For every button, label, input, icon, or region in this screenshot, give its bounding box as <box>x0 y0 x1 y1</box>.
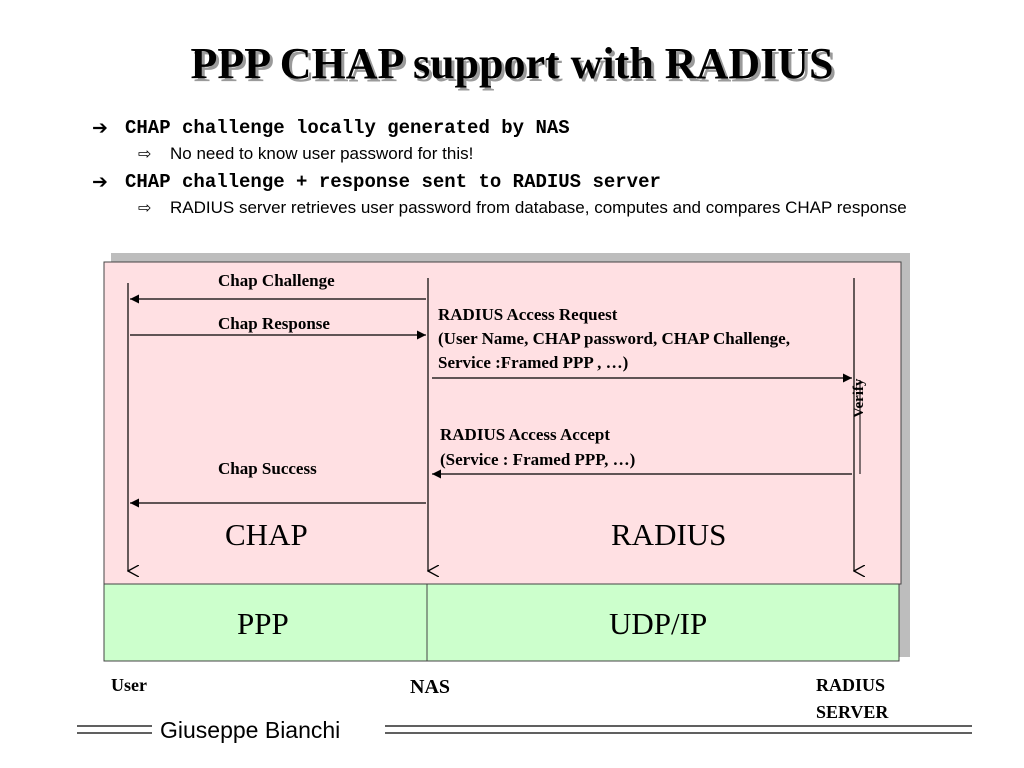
bullet-item: ➔ CHAP challenge + response sent to RADI… <box>92 169 922 195</box>
chap-response-label: Chap Response <box>218 314 330 333</box>
user-entity-label: User <box>111 675 147 695</box>
radius-accept-label: RADIUS Access Accept <box>440 425 610 444</box>
bullet-item: ➔ CHAP challenge locally generated by NA… <box>92 115 922 141</box>
radius-request-service: Service :Framed PPP , …) <box>438 353 629 372</box>
bullet-list: ➔ CHAP challenge locally generated by NA… <box>92 115 922 223</box>
radius-request-label: RADIUS Access Request <box>438 305 618 324</box>
udp-ip-label: UDP/IP <box>609 606 708 641</box>
sub-bullet-item: ⇨ RADIUS server retrieves user password … <box>92 197 922 219</box>
radius-request-params: (User Name, CHAP password, CHAP Challeng… <box>438 329 790 348</box>
arrow-right-icon: ➔ <box>92 117 108 139</box>
radius-server-entity-label: RADIUS <box>816 675 886 695</box>
chap-region-label: CHAP <box>225 517 308 552</box>
arrow-right-icon: ➔ <box>92 171 108 193</box>
protocol-area <box>103 261 902 585</box>
ppp-box <box>103 583 428 662</box>
sub-bullet-text: RADIUS server retrieves user password fr… <box>170 198 907 217</box>
udp-ip-box <box>426 583 900 662</box>
ppp-label: PPP <box>237 606 289 641</box>
chap-success-label: Chap Success <box>218 459 317 478</box>
radius-region-label: RADIUS <box>611 517 727 552</box>
hollow-arrow-icon: ⇨ <box>138 198 152 217</box>
slide-title: PPP CHAP support with RADIUS <box>190 39 834 88</box>
chap-challenge-label: Chap Challenge <box>218 271 335 290</box>
verify-label: Verify <box>851 378 867 418</box>
radius-accept-params: (Service : Framed PPP, …) <box>440 450 636 469</box>
nas-entity-label: NAS <box>410 676 451 698</box>
sub-bullet-item: ⇨ No need to know user password for this… <box>92 143 922 165</box>
bullet-text: CHAP challenge locally generated by NAS <box>125 117 570 139</box>
radius-server-entity-label-2: SERVER <box>816 702 889 722</box>
hollow-arrow-icon: ⇨ <box>138 144 152 163</box>
footer-author: Giuseppe Bianchi <box>160 717 341 743</box>
bullet-text: CHAP challenge + response sent to RADIUS… <box>125 171 661 193</box>
sub-bullet-text: No need to know user password for this! <box>170 144 474 163</box>
